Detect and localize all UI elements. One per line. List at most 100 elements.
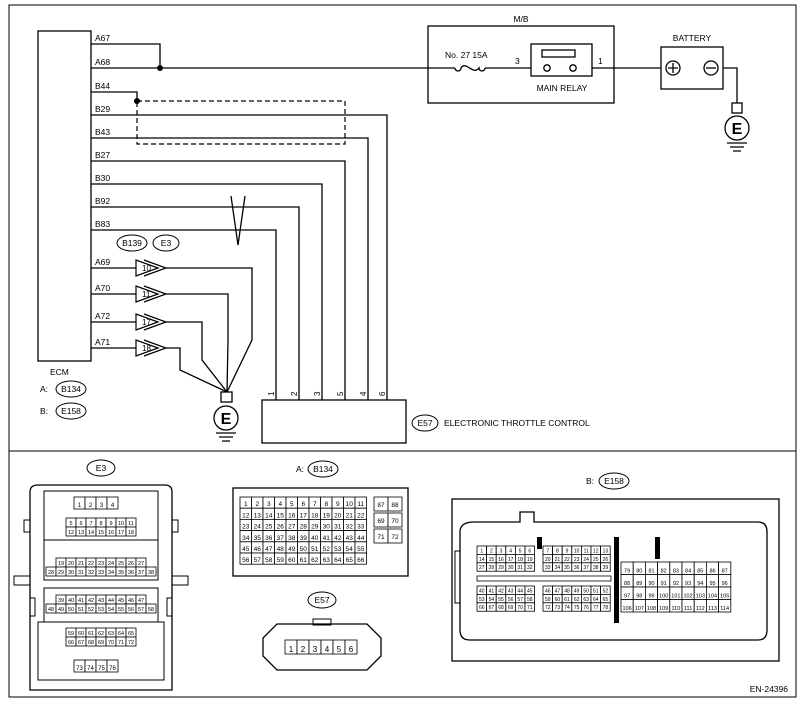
throttle-pin-3: 3 bbox=[313, 391, 322, 396]
e3-pin-label: 76 bbox=[109, 666, 116, 672]
e158-pin-label: 14 bbox=[479, 557, 485, 563]
e3-pin-label: 64 bbox=[118, 631, 124, 637]
b134-pin-label: 45 bbox=[242, 546, 250, 553]
b134-pin-label: 61 bbox=[300, 557, 308, 564]
e158-pin bbox=[524, 562, 536, 572]
e3-pin-label: 49 bbox=[58, 607, 64, 613]
b134-pin-label: 12 bbox=[242, 512, 250, 519]
e158-pin-label: 93 bbox=[685, 581, 691, 587]
e158-pin-label: 12 bbox=[593, 548, 599, 554]
ecm-connector-b-label: E158 bbox=[61, 406, 81, 416]
e57-pin-label: 2 bbox=[301, 645, 306, 654]
e158-pin-label: 87 bbox=[722, 569, 728, 575]
e3-pin-label: 16 bbox=[108, 530, 114, 536]
e3-pin-label: 43 bbox=[98, 598, 104, 604]
e3-pin-label: 50 bbox=[68, 607, 74, 613]
e3-pin-label: 10 bbox=[118, 521, 124, 527]
e158-pin-label: 31 bbox=[517, 565, 523, 571]
ecm-pin-b92: B92 bbox=[95, 196, 110, 206]
e158-pin-label: 54 bbox=[489, 597, 495, 603]
e158-pin-label: 4 bbox=[509, 548, 512, 554]
b134-pin-label: 19 bbox=[323, 512, 331, 519]
e158-pin-label: 83 bbox=[673, 569, 679, 575]
e158-pin-label: 65 bbox=[603, 597, 609, 603]
e158-pin-label: 95 bbox=[709, 581, 715, 587]
e3-pin-label: 56 bbox=[128, 607, 134, 613]
e158-pin-label: 23 bbox=[574, 557, 580, 563]
e3-pin-label: 73 bbox=[76, 666, 83, 672]
b134-pin-label: 41 bbox=[323, 535, 331, 542]
b134-pin-label: 32 bbox=[346, 524, 354, 531]
b134-pin-label: 39 bbox=[300, 535, 308, 542]
e3-pin-label: 54 bbox=[108, 607, 114, 613]
e158-pin-label: 33 bbox=[545, 565, 551, 571]
e3-pin-label: 6 bbox=[79, 521, 82, 527]
mb-pin-3: 3 bbox=[515, 56, 520, 66]
e3-pin-label: 21 bbox=[78, 561, 84, 567]
throttle-pin-5: 5 bbox=[336, 391, 345, 396]
b134-pin-label: 40 bbox=[311, 535, 319, 542]
b134-pin-label: 15 bbox=[277, 512, 285, 519]
b134-pin-label: 8 bbox=[324, 501, 328, 508]
b134-pin-label: 6 bbox=[301, 501, 305, 508]
e158-pin-label: 51 bbox=[593, 588, 599, 594]
b134-pin-label: 7 bbox=[313, 501, 317, 508]
throttle-pin-2: 2 bbox=[290, 391, 299, 396]
e158-pin-label: 35 bbox=[564, 565, 570, 571]
b134-title-badge bbox=[307, 460, 339, 478]
e158-pin-label: 114 bbox=[720, 606, 729, 612]
wire-ground-11 bbox=[166, 293, 229, 393]
e3-pin-label: 14 bbox=[88, 530, 94, 536]
main-relay-label: MAIN RELAY bbox=[537, 83, 588, 93]
e158-pin-label: 6 bbox=[528, 548, 531, 554]
wire-b27 bbox=[91, 160, 346, 400]
inline-pin-17-label: 17 bbox=[142, 318, 151, 327]
e158-pin-label: 74 bbox=[564, 605, 570, 611]
e57-pin bbox=[344, 639, 358, 655]
e158-pin-label: 106 bbox=[623, 606, 632, 612]
e158-key-1 bbox=[537, 537, 542, 549]
e158-key-3 bbox=[655, 537, 660, 559]
e158-pin-label: 47 bbox=[555, 588, 561, 594]
e3-pin-label: 22 bbox=[88, 561, 94, 567]
ecm-connector-a-prefix: A: bbox=[40, 384, 48, 394]
e3-pin-label: 40 bbox=[68, 598, 74, 604]
e158-pin-label: 103 bbox=[696, 594, 705, 600]
e3-pin-label: 15 bbox=[98, 530, 104, 536]
inline-pin-11-label: 11 bbox=[142, 290, 151, 299]
e158-pin-label: 29 bbox=[498, 565, 504, 571]
e158-pin-label: 100 bbox=[659, 594, 668, 600]
e3-pin-label: 47 bbox=[138, 598, 144, 604]
e158-pin-label: 13 bbox=[603, 548, 609, 554]
ecm-ground-icon bbox=[216, 432, 236, 442]
e3-pin-label: 68 bbox=[88, 640, 94, 646]
e3-pin-label: 4 bbox=[111, 503, 115, 509]
e158-pin-label: 48 bbox=[564, 588, 570, 594]
mb-fuse bbox=[454, 65, 486, 72]
battery-label: BATTERY bbox=[673, 33, 712, 43]
b134-pin-label: 60 bbox=[288, 557, 296, 564]
e3-pin bbox=[106, 496, 119, 510]
e3-pin-label: 62 bbox=[98, 631, 104, 637]
e158-pin-label: 85 bbox=[697, 569, 703, 575]
e158-pin-label: 112 bbox=[696, 606, 705, 612]
e158-pin bbox=[600, 562, 611, 572]
e3-pin-label: 35 bbox=[118, 570, 124, 576]
battery-ground-terminal bbox=[731, 102, 743, 114]
e3-pin-label: 33 bbox=[98, 570, 104, 576]
wire-battery-ground bbox=[723, 67, 738, 103]
e57-connector-view bbox=[262, 618, 382, 671]
e158-pin-label: 89 bbox=[636, 581, 642, 587]
e57-pin-label: 1 bbox=[289, 645, 294, 654]
e3-pin-label: 55 bbox=[118, 607, 124, 613]
e3-pin-label: 37 bbox=[138, 570, 144, 576]
ecm-pin-b43: B43 bbox=[95, 127, 110, 137]
e3-pin-label: 71 bbox=[118, 640, 124, 646]
mb-label: M/B bbox=[513, 14, 528, 24]
inline-connector-a-badge bbox=[116, 234, 148, 252]
e158-divider-strip bbox=[476, 575, 612, 582]
e158-pin-label: 82 bbox=[661, 569, 667, 575]
inline-connector-b-badge bbox=[152, 234, 180, 252]
